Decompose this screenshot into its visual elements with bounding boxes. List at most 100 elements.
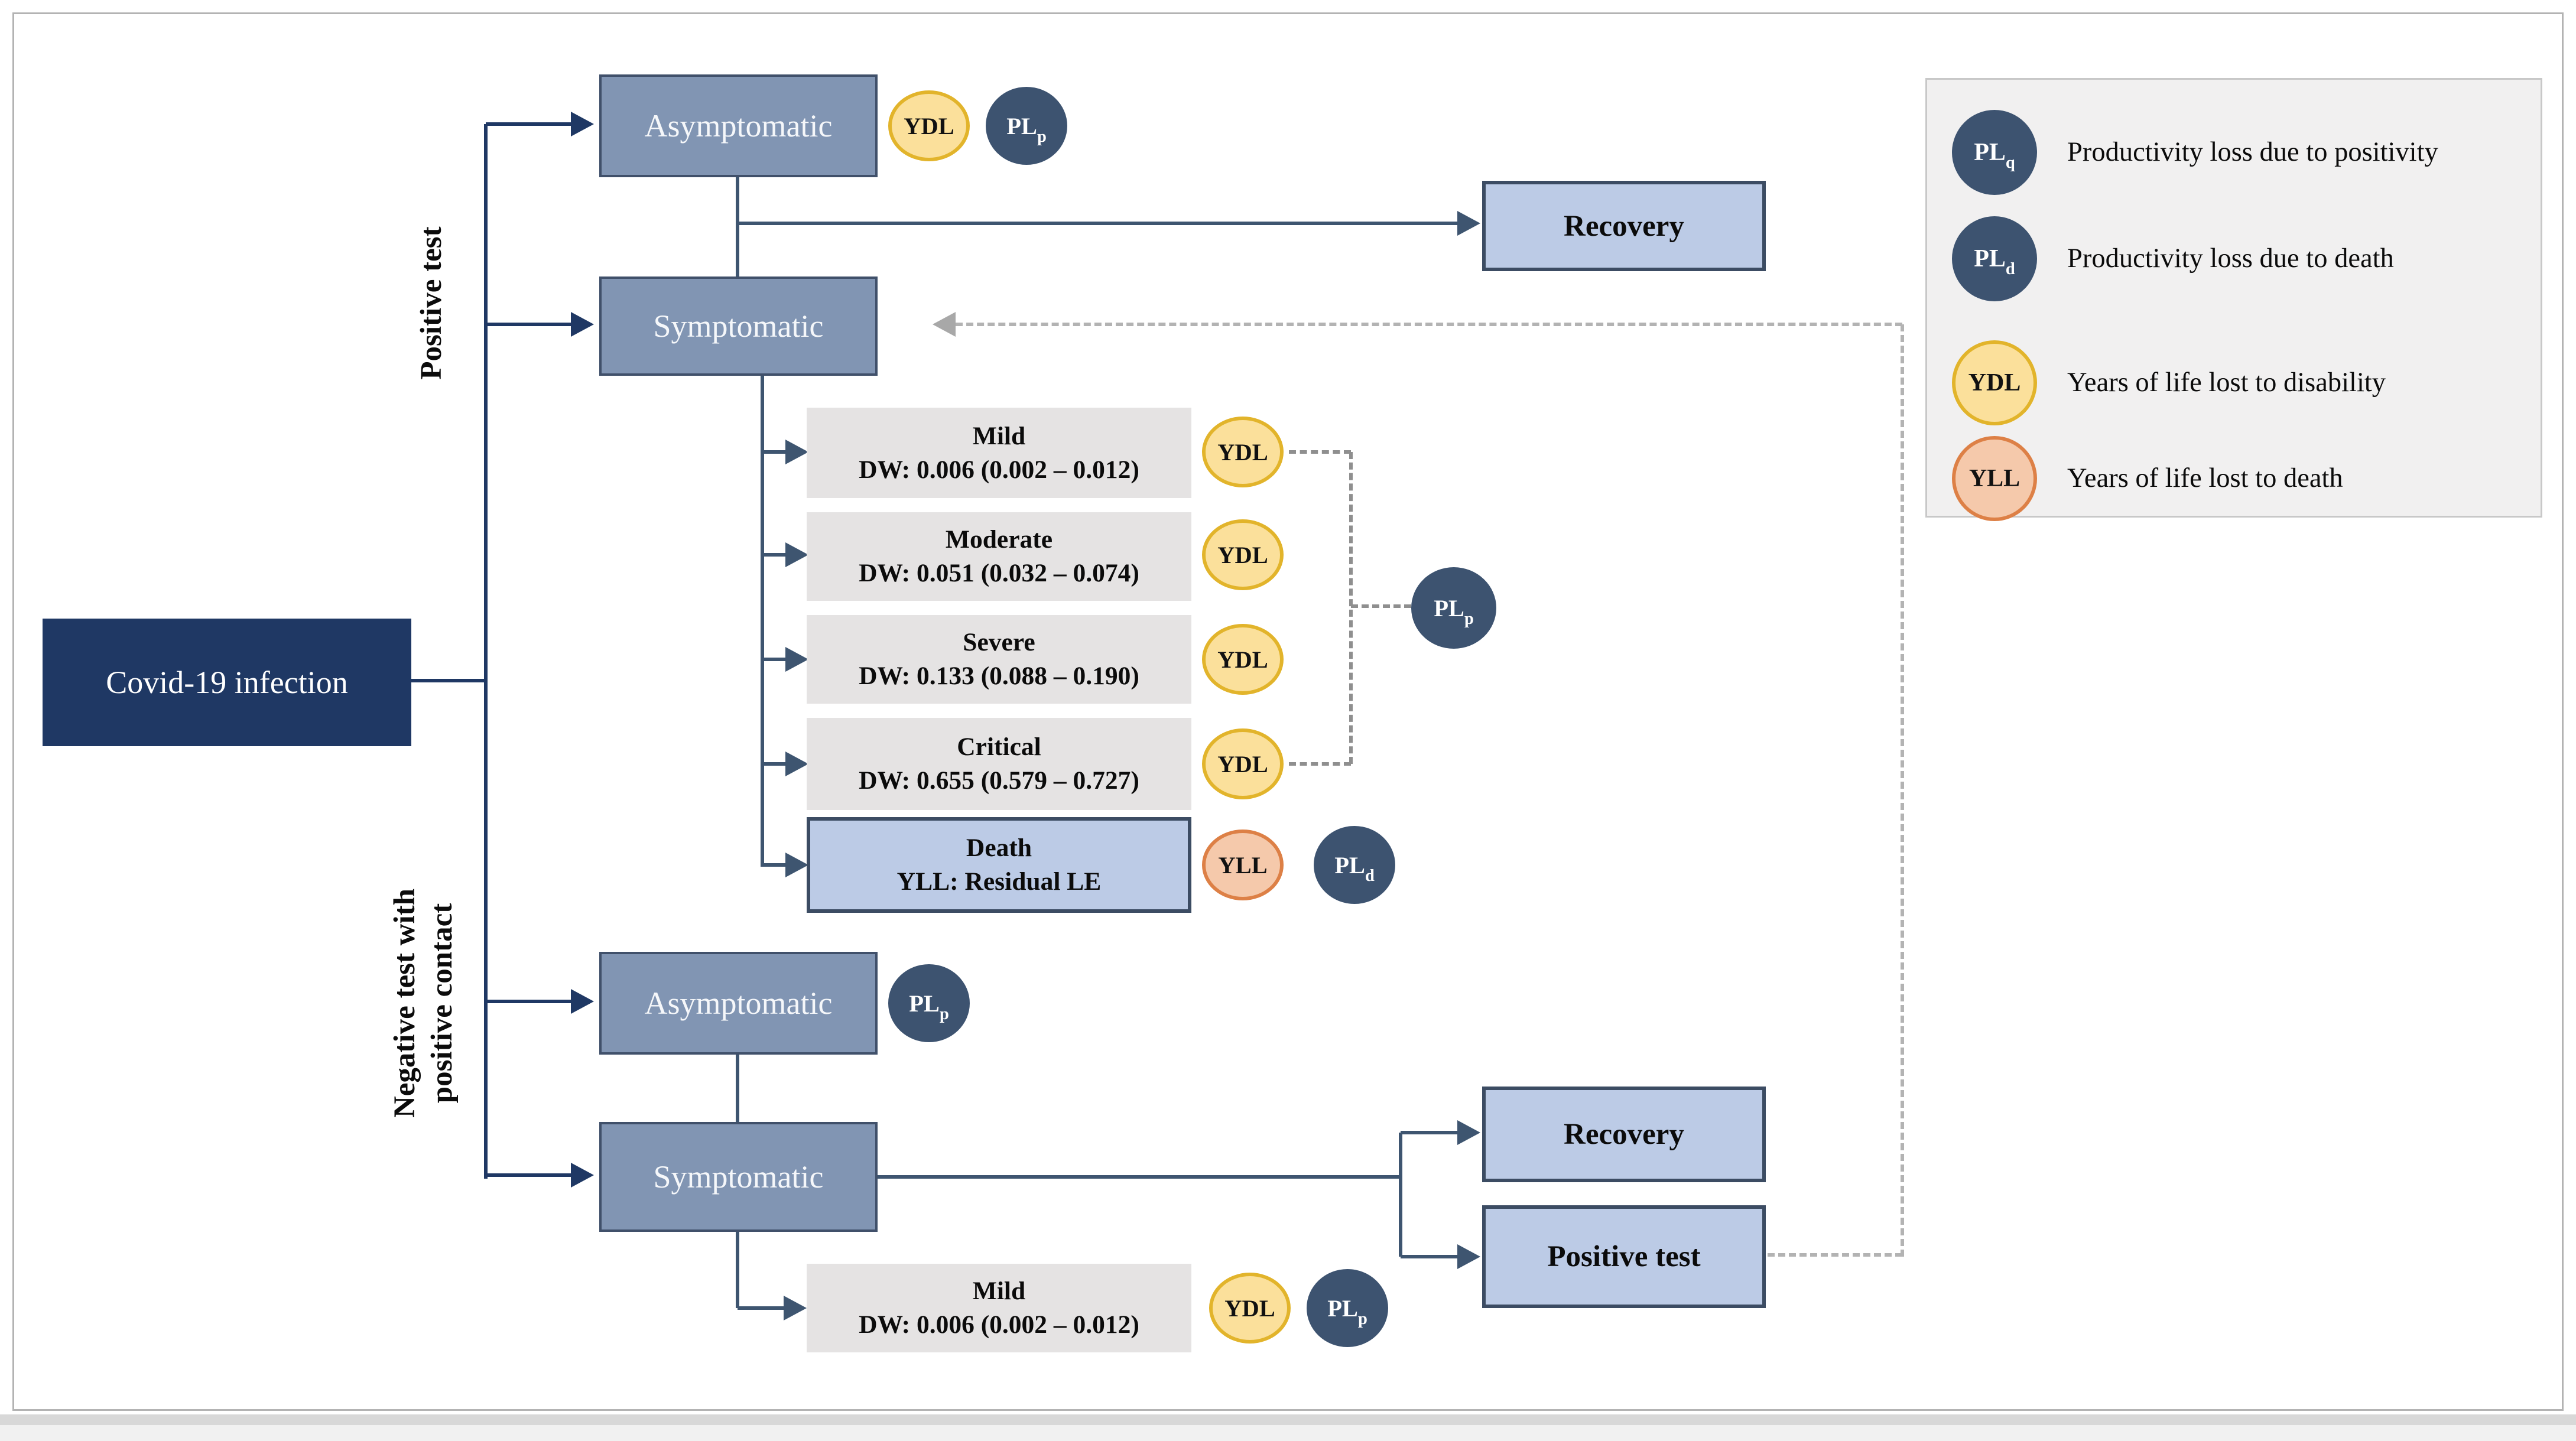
severe-title: Severe	[963, 628, 1035, 656]
top-symptomatic-label: Symptomatic	[653, 308, 824, 344]
legend-plq-text: PLq	[1974, 139, 2015, 172]
arrowhead-death	[785, 853, 808, 877]
node-top-recovery: Recovery	[1482, 181, 1766, 271]
plp-badge-severity-group: PLp	[1411, 567, 1496, 649]
mild-title: Mild	[972, 421, 1026, 450]
node-top-asymptomatic: Asymptomatic	[599, 74, 878, 177]
legend-pld-text: PLd	[1974, 245, 2015, 278]
arrowhead-moderate	[785, 542, 808, 567]
arrowhead-mild	[785, 440, 808, 464]
arrowhead-feedback-symptomatic	[933, 312, 956, 337]
moderate-title: Moderate	[945, 525, 1053, 554]
ydl-badge-critical: YDL	[1202, 728, 1284, 799]
connector-to-moderate	[762, 553, 787, 557]
top-recovery-label: Recovery	[1564, 209, 1684, 243]
node-death: Death YLL: Residual LE	[807, 817, 1191, 913]
node-critical: Critical DW: 0.655 (0.579 – 0.727)	[807, 718, 1191, 810]
connector-severity-spine	[761, 376, 764, 867]
node-mild: Mild DW: 0.006 (0.002 – 0.012)	[807, 408, 1191, 498]
node-top-symptomatic: Symptomatic	[599, 277, 878, 376]
arrowhead-bottom-recovery	[1457, 1120, 1480, 1145]
connector-trunk	[484, 124, 488, 1179]
connector-to-mild	[762, 450, 787, 454]
negative-label-line2: positive contact	[425, 903, 459, 1104]
death-yll-value: YLL: Residual LE	[896, 867, 1102, 896]
page-bottom-shadow	[0, 1425, 2576, 1441]
node-bottom-mild: Mild DW: 0.006 (0.002 – 0.012)	[807, 1264, 1191, 1352]
arrowhead-top-symptomatic	[571, 312, 594, 337]
connector-to-bottom-recovery	[1401, 1131, 1461, 1134]
ydl-badge-top-asymptomatic: YDL	[888, 90, 970, 161]
connector-bottom-symptomatic-to-mild	[736, 1232, 739, 1308]
bottom-mild-title: Mild	[972, 1277, 1026, 1305]
negative-label-line1: Negative test with	[388, 888, 421, 1118]
pld-badge-text: PLd	[1334, 851, 1375, 885]
feedback-dashed-vertical	[1901, 324, 1904, 1257]
connector-covid-to-trunk	[411, 679, 486, 682]
critical-dw-value: DW: 0.655 (0.579 – 0.727)	[859, 766, 1139, 795]
ydl-badge-text: YDL	[1217, 750, 1268, 778]
plp-badge-bottom-mild: PLp	[1307, 1269, 1388, 1347]
plp-badge-bottom-asymptomatic: PLp	[888, 964, 970, 1042]
page-bottom-edge	[0, 1414, 2576, 1425]
connector-to-death	[762, 863, 787, 867]
ydl-badge-bottom-mild: YDL	[1209, 1273, 1291, 1344]
arrowhead-critical	[785, 752, 808, 776]
legend-plq-icon: PLq	[1952, 110, 2037, 195]
feedback-dashed-bottom	[1768, 1253, 1902, 1257]
bracket-top-stub	[1289, 450, 1351, 454]
plp-badge-text: PLp	[1434, 594, 1474, 628]
connector-bottom-symptomatic-right	[878, 1175, 1401, 1179]
legend-yll-icon: YLL	[1952, 436, 2037, 521]
ydl-badge-severe: YDL	[1202, 624, 1284, 695]
bottom-symptomatic-label: Symptomatic	[653, 1159, 824, 1195]
legend-yll-label: Years of life lost to death	[2067, 463, 2343, 493]
bracket-vertical	[1349, 452, 1353, 764]
feedback-dashed-top	[956, 323, 1902, 326]
legend-pld-label: Productivity loss due to death	[2067, 243, 2394, 274]
connector-to-severe	[762, 658, 787, 661]
arrowhead-bottom-asymptomatic	[571, 989, 594, 1014]
node-bottom-asymptomatic: Asymptomatic	[599, 952, 878, 1055]
bottom-asymptomatic-label: Asymptomatic	[644, 985, 833, 1021]
branch-label-positive-test: Positive test	[415, 226, 448, 380]
plp-badge-text: PLp	[909, 990, 949, 1023]
arrowhead-positive-test	[1457, 1244, 1480, 1269]
covid-infection-label: Covid-19 infection	[106, 665, 348, 700]
pld-badge-death: PLd	[1314, 826, 1395, 904]
branch-label-negative-test: Negative test with positive contact	[386, 847, 464, 1159]
bottom-mild-dw-value: DW: 0.006 (0.002 – 0.012)	[859, 1310, 1139, 1339]
bracket-bottom-stub	[1289, 762, 1351, 766]
arrowhead-bottom-symptomatic	[571, 1163, 594, 1188]
moderate-dw-value: DW: 0.051 (0.032 – 0.074)	[859, 559, 1139, 587]
ydl-badge-text: YDL	[904, 112, 954, 139]
severe-dw-value: DW: 0.133 (0.088 – 0.190)	[859, 662, 1139, 690]
node-covid-infection: Covid-19 infection	[43, 619, 411, 746]
node-positive-test: Positive test	[1482, 1205, 1766, 1308]
positive-test-label: Positive test	[1547, 1240, 1701, 1273]
arrowhead-top-recovery	[1457, 211, 1480, 236]
connector-to-bottom-asymptomatic	[486, 1000, 571, 1003]
connector-to-positive-test	[1401, 1255, 1461, 1258]
ydl-badge-text: YDL	[1217, 646, 1268, 673]
mild-dw-value: DW: 0.006 (0.002 – 0.012)	[859, 455, 1139, 484]
arrowhead-bottom-mild	[784, 1296, 807, 1320]
connector-asymptomatic-symptomatic-bottom	[736, 1055, 739, 1122]
connector-to-bottom-mild	[738, 1306, 785, 1310]
connector-to-top-asymptomatic	[486, 122, 571, 126]
node-bottom-symptomatic: Symptomatic	[599, 1122, 878, 1232]
ydl-badge-text: YDL	[1217, 438, 1268, 466]
node-moderate: Moderate DW: 0.051 (0.032 – 0.074)	[807, 512, 1191, 601]
legend-pld-icon: PLd	[1952, 216, 2037, 301]
ydl-badge-text: YDL	[1224, 1294, 1275, 1322]
arrowhead-top-asymptomatic	[571, 112, 594, 136]
connector-to-top-recovery	[738, 222, 1457, 225]
yll-badge-death: YLL	[1202, 830, 1284, 900]
plp-badge-text: PLp	[1006, 112, 1047, 146]
critical-title: Critical	[957, 733, 1041, 761]
bracket-middle-stub	[1351, 604, 1411, 608]
plp-badge-text: PLp	[1327, 1294, 1367, 1328]
legend-ydl-label: Years of life lost to disability	[2067, 367, 2386, 398]
legend-ydl-icon: YDL	[1952, 340, 2037, 425]
